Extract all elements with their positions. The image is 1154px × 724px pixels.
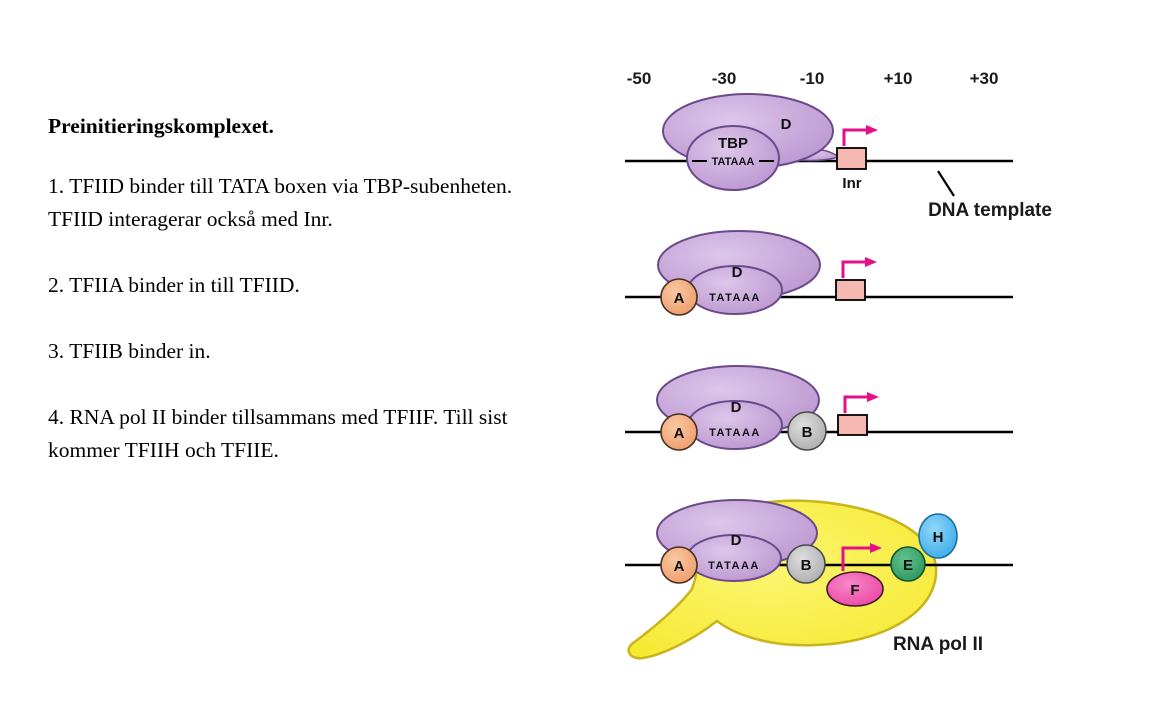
slide-title: Preinitieringskomplexet. — [48, 114, 274, 138]
tfiif-label: F — [850, 582, 859, 599]
tfiih-label: H — [933, 529, 944, 546]
tata-box-label: TATAAA — [709, 427, 761, 439]
step-3-text: 3. TFIIB binder in. — [48, 339, 211, 363]
transcription-start-arrow — [843, 392, 879, 413]
step-4-text: 4. RNA pol II binder tillsammans med TFI… — [48, 405, 508, 462]
tata-box-label: TATAAA — [709, 292, 761, 304]
pos-label-plus30: +30 — [970, 69, 999, 88]
step-1-text: 1. TFIID binder till TATA boxen via TBP-… — [48, 174, 513, 231]
tfiid-label: D — [731, 399, 742, 416]
dna-template-label: DNA template — [928, 200, 1052, 221]
stage-2-tfiia-binding: D TATAAA A — [625, 230, 1013, 316]
transcription-start-arrow — [841, 543, 882, 571]
tfiid-label: D — [732, 264, 743, 281]
tfiia-label: A — [674, 290, 685, 307]
tfiib-circle — [786, 544, 826, 584]
tfiie-circle — [890, 546, 926, 582]
pos-label-minus50: -50 — [627, 69, 652, 88]
tfiia-label: A — [674, 425, 685, 442]
tbp-label: TBP — [718, 135, 748, 152]
position-scale: -50 -30 -10 +10 +30 — [627, 69, 999, 88]
pos-label-plus10: +10 — [884, 69, 913, 88]
stage-3-tfiib-binding: D TATAAA A B — [625, 365, 1013, 451]
tfiid-label: D — [731, 532, 742, 549]
transcription-start-arrow — [841, 257, 877, 278]
stage-4-rna-pol-ii: D TATAAA A B F E H RNA pol II — [625, 499, 1013, 660]
step-2-text: 2. TFIIA binder in till TFIID. — [48, 273, 300, 297]
transcription-start-arrow — [842, 125, 878, 146]
tfiih-ellipse — [918, 513, 958, 559]
stage-1-tfiid-binding: D TBP TATAAA Inr DNA template — [625, 93, 1052, 221]
tfiia-circle — [660, 413, 698, 451]
pos-label-minus10: -10 — [800, 69, 825, 88]
pos-label-minus30: -30 — [712, 69, 737, 88]
tfiib-label: B — [802, 424, 813, 441]
tata-box-label: TATAAA — [708, 560, 760, 572]
inr-box — [837, 414, 868, 436]
text-panel: Preinitieringskomplexet. 1. TFIID binder… — [48, 110, 532, 500]
inr-box — [835, 279, 866, 301]
tfiia-circle — [660, 546, 698, 584]
tfiia-circle — [660, 278, 698, 316]
tata-box-label: TATAAA — [712, 156, 755, 168]
rna-pol-ii-label: RNA pol II — [893, 634, 983, 655]
inr-label: Inr — [842, 175, 861, 192]
tfiie-label: E — [903, 557, 913, 574]
inr-box — [836, 147, 867, 170]
tfiib-label: B — [801, 557, 812, 574]
tfiid-label: D — [781, 116, 792, 133]
tfiif-ellipse — [826, 571, 884, 607]
dna-template-pointer — [937, 170, 955, 197]
tfiib-circle — [787, 411, 827, 451]
tfiia-label: A — [674, 558, 685, 575]
tbp-ellipse — [686, 125, 780, 191]
